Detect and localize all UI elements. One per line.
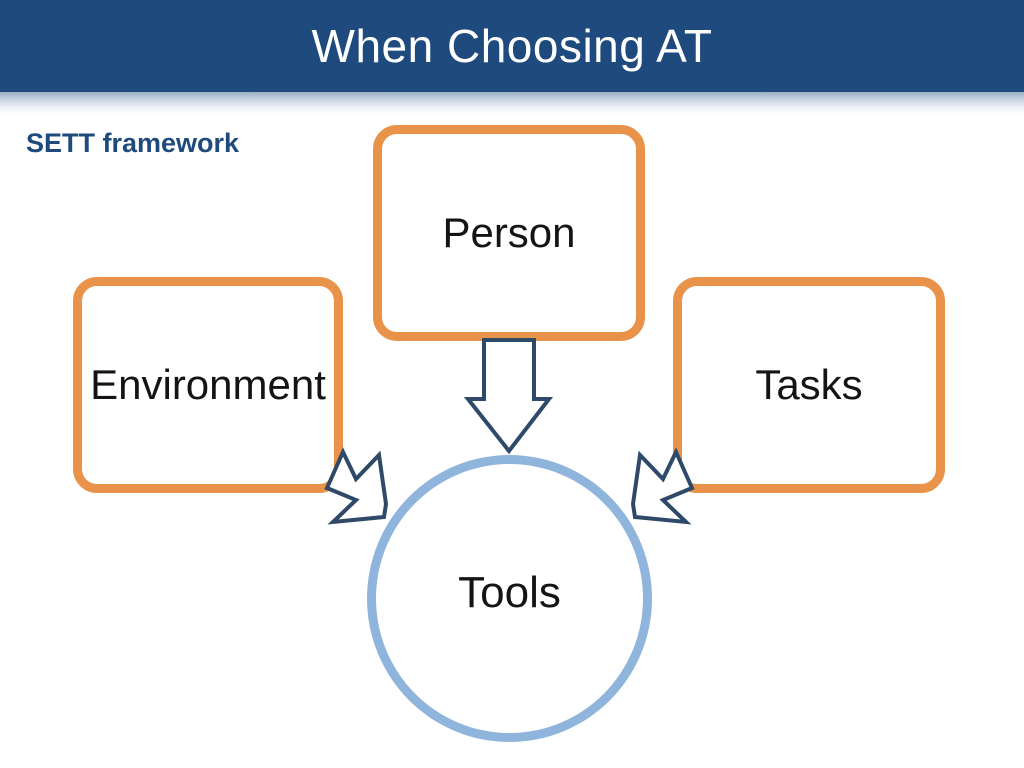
- page-title: When Choosing AT: [311, 20, 713, 72]
- node-tasks[interactable]: Tasks: [673, 277, 945, 493]
- node-environment-label: Environment: [90, 361, 326, 408]
- section-label-sett-framework: SETT framework: [26, 128, 240, 158]
- title-bar-shadow-fade: [0, 92, 1024, 114]
- slide-title-bar: When Choosing AT: [0, 0, 1024, 92]
- node-person-label: Person: [442, 209, 576, 256]
- node-tools[interactable]: Tools: [367, 455, 652, 742]
- arrow-person-to-tools-icon: [463, 338, 554, 455]
- node-tasks-label: Tasks: [755, 361, 863, 408]
- node-environment[interactable]: Environment: [73, 277, 343, 493]
- node-person[interactable]: Person: [373, 125, 645, 341]
- node-tools-label: Tools: [458, 567, 561, 617]
